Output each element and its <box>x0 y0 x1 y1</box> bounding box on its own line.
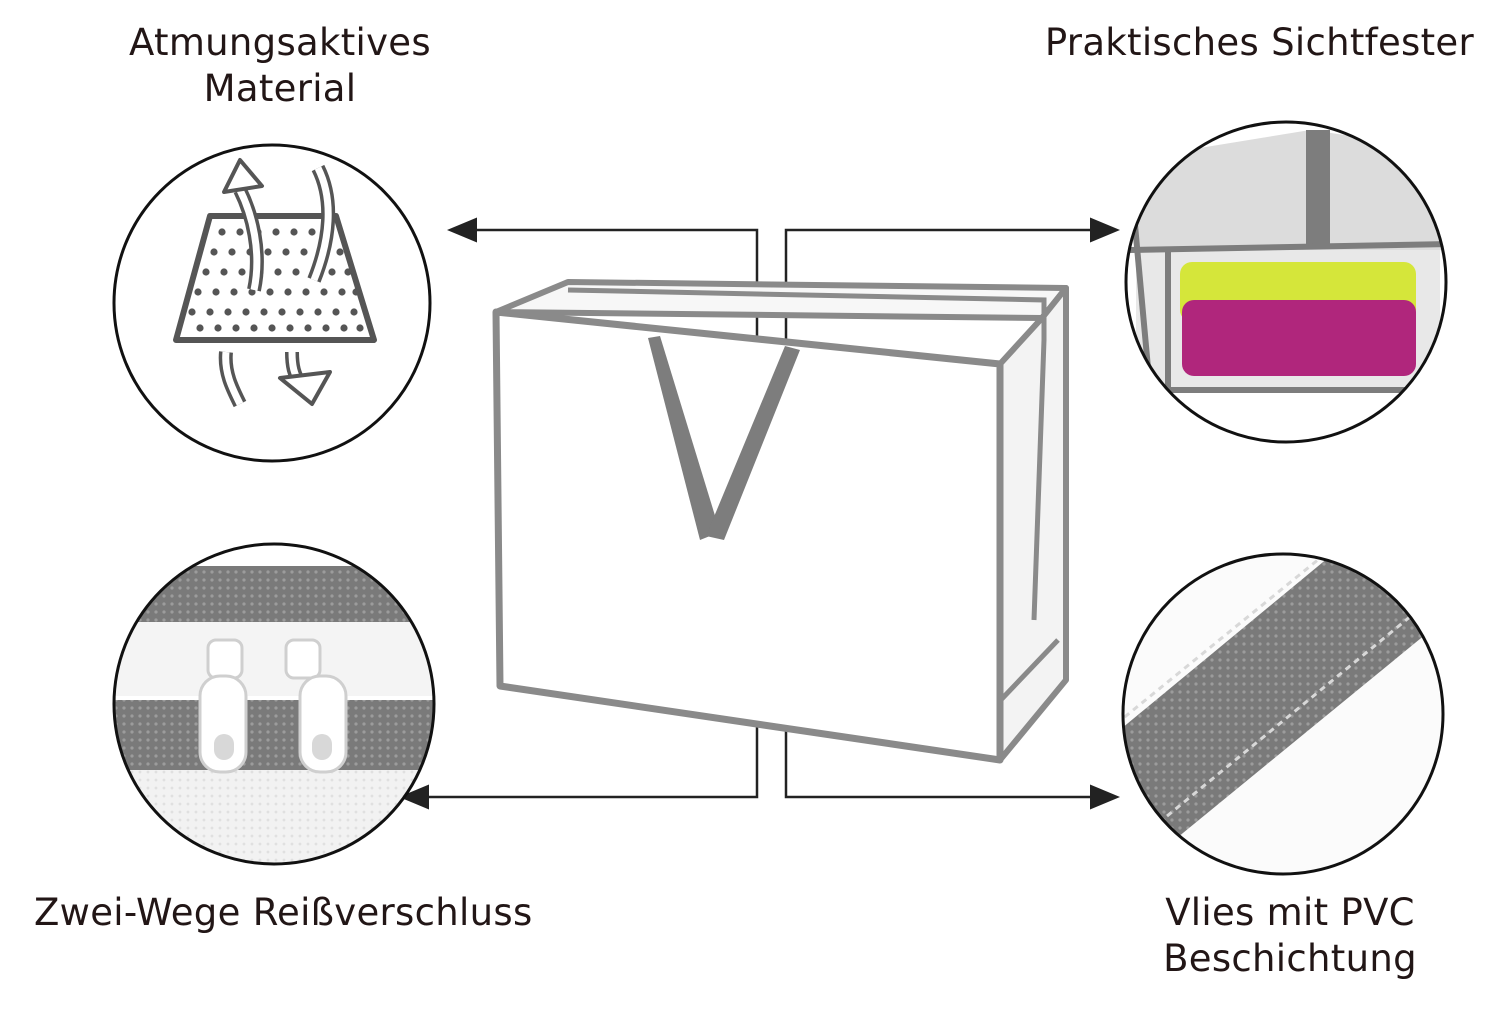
feature-label-breathable: Atmungsaktives Material <box>120 20 440 112</box>
window-compartment-photo <box>1126 122 1446 442</box>
fabric-trim-photo <box>1123 554 1443 874</box>
feature-label-fleece: Vlies mit PVC Beschichtung <box>1150 890 1430 982</box>
feature-label-line: Material <box>203 67 357 110</box>
storage-bag-photo <box>492 279 1069 764</box>
feature-label-zipper: Zwei-Wege Reißverschluss <box>34 890 533 936</box>
circle-zipper <box>112 542 436 866</box>
feature-label-line: Atmungsaktives <box>129 21 431 64</box>
feature-label-line: Zwei-Wege Reißverschluss <box>34 891 533 934</box>
circle-fleece <box>1121 552 1445 876</box>
feature-label-line: Vlies mit PVC <box>1165 891 1415 934</box>
feature-label-line: Praktisches Sichtfester <box>1044 21 1474 64</box>
breathable-fabric-icon <box>173 158 377 408</box>
circle-breathable <box>112 143 432 463</box>
feature-label-line: Beschichtung <box>1163 937 1417 980</box>
circle-window <box>1124 120 1448 444</box>
feature-label-window: Praktisches Sichtfester <box>1045 20 1474 66</box>
